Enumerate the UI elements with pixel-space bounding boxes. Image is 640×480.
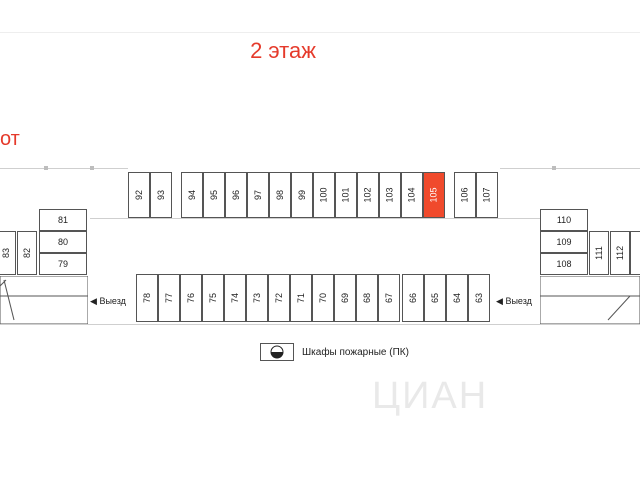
parking-spot[interactable]: 74 (224, 274, 246, 322)
parking-spot[interactable]: 66 (402, 274, 424, 322)
parking-spot[interactable]: 69 (334, 274, 356, 322)
parking-spot[interactable]: 71 (290, 274, 312, 322)
exit-label-right: ◀ Выезд (496, 296, 532, 306)
parking-spot[interactable]: 109 (540, 231, 588, 253)
parking-spot[interactable]: 92 (128, 172, 150, 218)
corridor-line-top-left (0, 168, 128, 169)
marker-dot (552, 166, 556, 170)
parking-spot[interactable]: 77 (158, 274, 180, 322)
parking-spot[interactable]: 67 (378, 274, 400, 322)
marker-dot (90, 166, 94, 170)
parking-spot[interactable]: 98 (269, 172, 291, 218)
corridor-line-top-right (500, 168, 640, 169)
floor-title: 2 этаж (250, 38, 316, 63)
arrow-left-icon: ◀ (496, 296, 503, 306)
parking-spot[interactable]: 106 (454, 172, 476, 218)
legend-label: Шкафы пожарные (ПК) (302, 346, 409, 358)
parking-spot[interactable]: 65 (424, 274, 446, 322)
parking-spot[interactable]: 75 (202, 274, 224, 322)
parking-spot-partial (630, 231, 640, 275)
parking-spot[interactable]: 81 (39, 209, 87, 231)
legend: Шкафы пожарные (ПК) (260, 343, 409, 361)
partial-label: от (0, 128, 20, 150)
parking-spot[interactable]: 108 (540, 253, 588, 275)
parking-spot[interactable]: 100 (313, 172, 335, 218)
parking-spot[interactable]: 112 (610, 231, 630, 275)
parking-spot[interactable]: 111 (589, 231, 609, 275)
parking-spot[interactable]: 64 (446, 274, 468, 322)
parking-spot[interactable]: 79 (39, 253, 87, 275)
parking-spot[interactable]: 68 (356, 274, 378, 322)
parking-spot[interactable]: 107 (476, 172, 498, 218)
parking-spot[interactable]: 82 (17, 231, 37, 275)
parking-spot[interactable]: 94 (181, 172, 203, 218)
parking-spot[interactable]: 80 (39, 231, 87, 253)
parking-spot[interactable]: 76 (180, 274, 202, 322)
parking-spot[interactable]: 63 (468, 274, 490, 322)
parking-spot-highlighted[interactable]: 105 (423, 172, 445, 218)
exit-label-left: ◀ Выезд (90, 296, 126, 306)
parking-spot[interactable]: 95 (203, 172, 225, 218)
left-ramp (0, 276, 88, 324)
header-divider (0, 32, 640, 33)
corridor-line-bottom (0, 324, 640, 325)
parking-spot[interactable]: 78 (136, 274, 158, 322)
parking-spot[interactable]: 104 (401, 172, 423, 218)
parking-spot[interactable]: 102 (357, 172, 379, 218)
parking-spot[interactable]: 97 (247, 172, 269, 218)
parking-spot[interactable]: 72 (268, 274, 290, 322)
parking-spot[interactable]: 101 (335, 172, 357, 218)
parking-spot[interactable]: 73 (246, 274, 268, 322)
arrow-left-icon: ◀ (90, 296, 97, 306)
legend-swatch (260, 343, 294, 361)
fire-cabinet-icon (270, 345, 284, 359)
right-ramp (540, 276, 640, 324)
corridor-line-mid (90, 218, 540, 219)
parking-spot[interactable]: 83 (0, 231, 16, 275)
parking-spot[interactable]: 93 (150, 172, 172, 218)
parking-spot[interactable]: 96 (225, 172, 247, 218)
parking-spot[interactable]: 99 (291, 172, 313, 218)
marker-dot (44, 166, 48, 170)
parking-spot[interactable]: 70 (312, 274, 334, 322)
parking-spot[interactable]: 103 (379, 172, 401, 218)
watermark: ЦИАН (372, 375, 489, 417)
parking-spot[interactable]: 110 (540, 209, 588, 231)
